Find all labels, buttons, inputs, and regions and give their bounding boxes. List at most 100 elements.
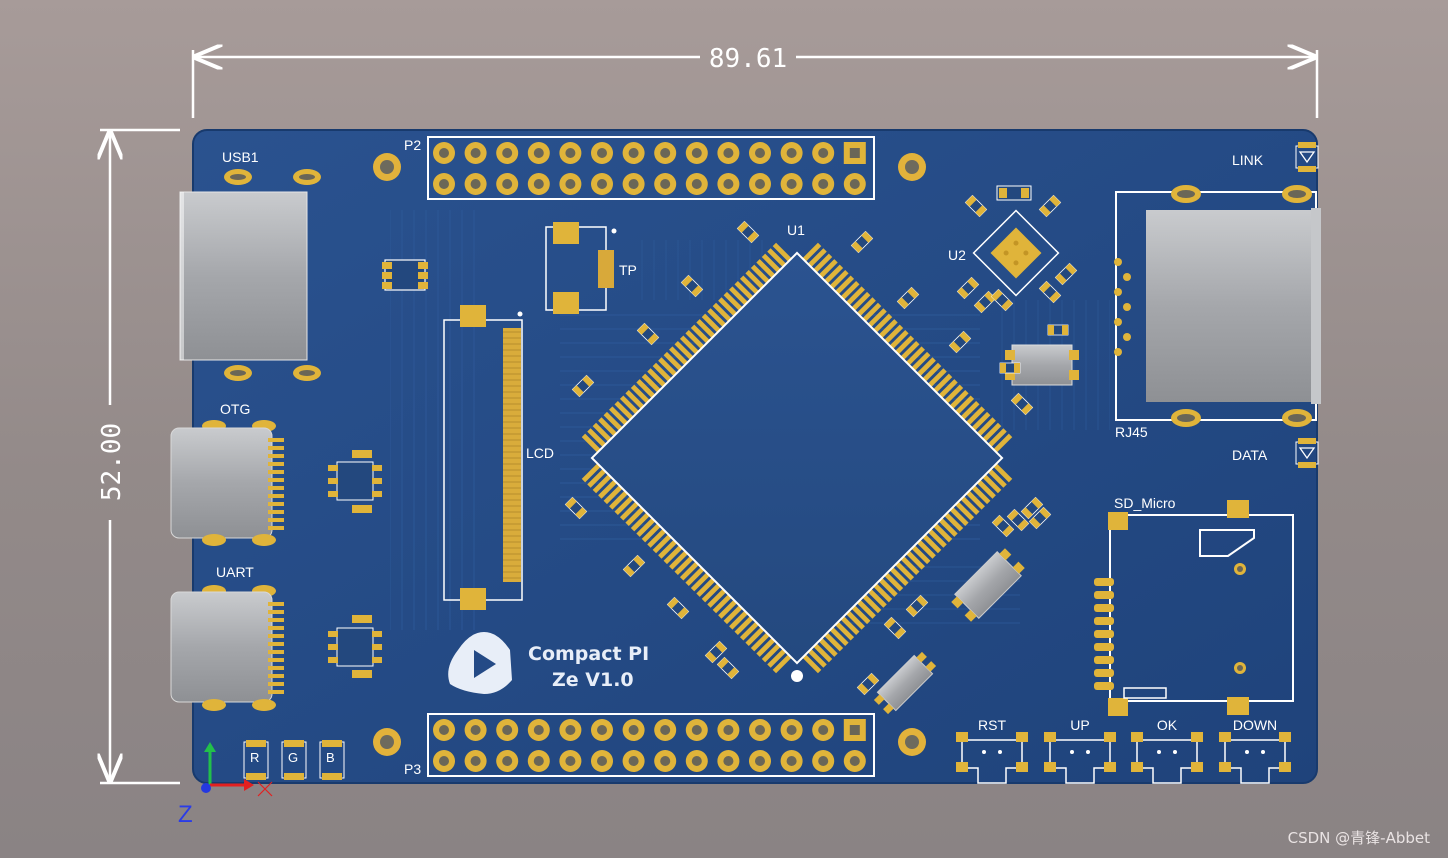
button-pad (1131, 762, 1143, 772)
u1-pin (630, 512, 650, 532)
u1-pin (674, 556, 694, 576)
smd-passive (680, 274, 704, 298)
u1-pin (734, 280, 754, 300)
button-pad (1279, 762, 1291, 772)
header-pin-hole (439, 179, 449, 189)
usb1-label: USB1 (222, 149, 259, 165)
sd-pin (1094, 604, 1114, 612)
u1-pin (966, 406, 985, 426)
u1-pin (581, 433, 601, 453)
header-pin-hole (723, 756, 734, 766)
header-pin-hole (470, 756, 481, 766)
u1-pin (851, 605, 871, 625)
u1-pin (976, 479, 996, 499)
passive-pad (717, 657, 729, 669)
u1-pin (829, 627, 849, 646)
u1-pin (619, 501, 639, 521)
passive-components (564, 194, 1078, 696)
u1-pin (835, 621, 855, 641)
header-pin-hole (628, 179, 639, 189)
u1-pin (663, 545, 683, 565)
header-pin-hole (691, 179, 702, 189)
sd-pin (1094, 578, 1114, 586)
u1-pin (739, 275, 759, 295)
button-pad (1104, 762, 1116, 772)
button-dot (1245, 750, 1249, 754)
u1-pin (723, 291, 743, 311)
usbc-pin (268, 502, 284, 506)
usbc-pin (268, 626, 284, 630)
data-led: DATA (1232, 438, 1319, 468)
u1-pin (906, 550, 925, 570)
header-pin-hole (502, 725, 513, 735)
passive-pad (1048, 325, 1054, 335)
u1-pin (993, 463, 1013, 483)
button-pad (1044, 732, 1056, 742)
passive-pad (1049, 195, 1061, 207)
smd-passive (564, 496, 588, 520)
passive-pad (965, 195, 977, 207)
smd-passive (896, 286, 920, 310)
passive-pad (907, 287, 919, 299)
button-pad (1219, 732, 1231, 742)
u1-pin (707, 588, 727, 608)
u1-pin (701, 313, 721, 333)
u1-pin (669, 550, 688, 570)
u1-pin (729, 610, 748, 630)
u1-pin (767, 648, 787, 668)
passive-pad (1000, 363, 1006, 373)
u1-pin (867, 588, 887, 608)
logo-line1: Compact PI (528, 643, 649, 665)
u1-pin (922, 534, 942, 554)
passive-pad (992, 515, 1004, 527)
header-p2: P2 (404, 136, 875, 200)
passive-pad (565, 497, 577, 509)
smd-passive (622, 554, 646, 578)
u1-pin (679, 561, 699, 581)
smd-passive (991, 514, 1015, 538)
header-pin-hole (565, 179, 576, 189)
u1-pin (889, 567, 909, 586)
header-pin-hole (786, 756, 797, 766)
u1-pin (884, 572, 904, 592)
passive-pad (681, 275, 693, 287)
smd-passive (1038, 280, 1062, 304)
header-pin-hole (849, 725, 860, 735)
tactile-button (1131, 732, 1203, 784)
rgb-leds: R G B (243, 740, 345, 780)
passive-pad (1017, 519, 1029, 531)
header-pin-hole (723, 725, 734, 735)
u1-pin (960, 496, 980, 516)
passive-pad (677, 607, 689, 619)
u2-label: U2 (948, 247, 966, 263)
u1-pin (900, 340, 920, 360)
passive-pad (1021, 403, 1033, 415)
u1-pin (824, 632, 844, 652)
header-pin-hole (723, 148, 734, 158)
mounting-holes (373, 153, 926, 756)
passive-pad (1062, 325, 1068, 335)
smd-passive (1020, 496, 1044, 520)
passive-pad (572, 385, 584, 397)
header-pin-hole (597, 756, 607, 766)
u1-pin (609, 490, 628, 510)
passive-pad (851, 241, 863, 253)
header-pin-hole (818, 179, 829, 189)
passive-pad (1039, 281, 1051, 293)
header-pin-hole (691, 725, 702, 735)
u1-pin (603, 411, 623, 431)
smd-passive (883, 616, 907, 640)
passive-pad (727, 667, 739, 679)
smd-passive (948, 330, 972, 354)
u1-pin (856, 599, 876, 619)
usbc-pin (268, 602, 284, 606)
passive-pad (991, 289, 1003, 301)
header-pin-hole (533, 756, 544, 766)
u1-pin (916, 539, 936, 559)
usb-esd-chip (382, 259, 428, 291)
button-pad (1191, 732, 1203, 742)
smd-passive (856, 672, 880, 696)
u1-pin (718, 599, 738, 619)
u1-pin (813, 253, 833, 273)
u1-pin (976, 417, 996, 437)
